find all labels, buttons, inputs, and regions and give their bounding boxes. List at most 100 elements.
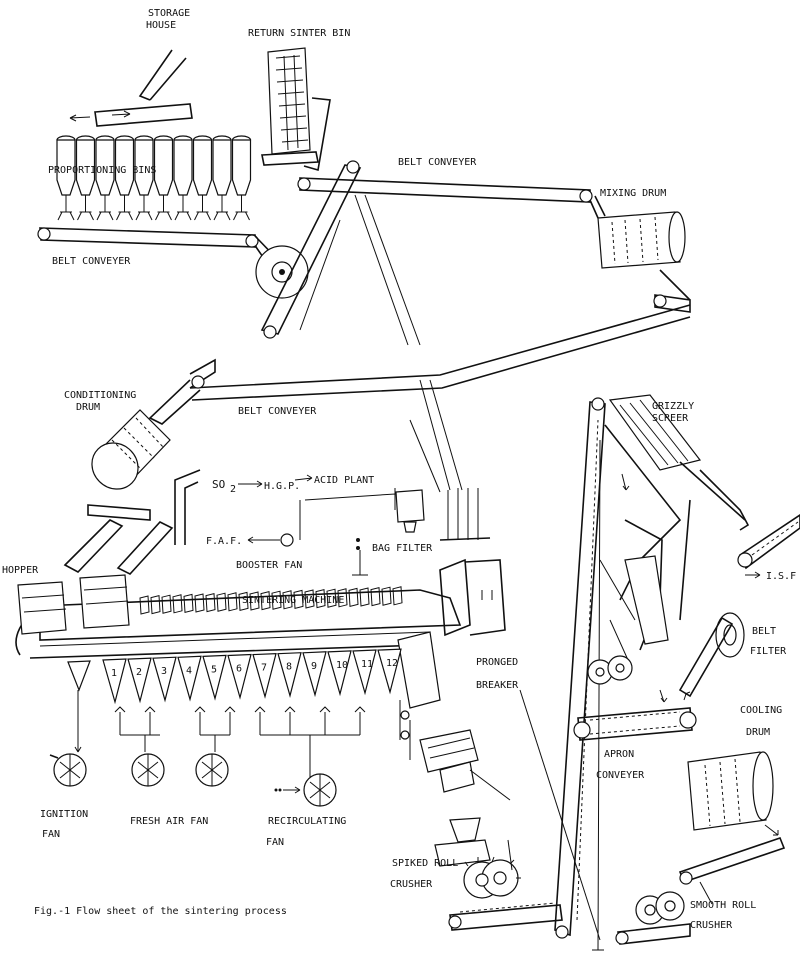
proportioning-bin bbox=[153, 135, 174, 221]
label-conditioning-2: DRUM bbox=[76, 402, 100, 413]
proportioning-bins bbox=[56, 135, 252, 221]
pallet-car bbox=[205, 592, 216, 613]
proportioning-bin bbox=[56, 135, 76, 221]
windbox-number: 9 bbox=[311, 661, 317, 672]
label-booster-fan: BOOSTER FAN bbox=[236, 560, 302, 571]
windbox-number: 7 bbox=[261, 663, 267, 674]
pallet-car bbox=[392, 586, 403, 606]
windbox bbox=[327, 650, 352, 697]
label-apron-1: APRON bbox=[604, 749, 634, 760]
label-ignition-2: FAN bbox=[42, 829, 60, 840]
proportioning-bin bbox=[114, 135, 135, 221]
feed-conveyers bbox=[63, 504, 174, 575]
vertical-conveyer bbox=[519, 397, 606, 951]
label-so2: SO bbox=[212, 478, 225, 491]
proportioning-bin bbox=[173, 135, 193, 221]
cooling-discharge-conveyer bbox=[678, 836, 786, 905]
pallet-car bbox=[216, 592, 227, 612]
pallet-car bbox=[161, 594, 172, 614]
proportioning-bin bbox=[212, 135, 232, 221]
windbox bbox=[227, 653, 252, 700]
windbox bbox=[377, 648, 402, 695]
label-smooth-roll-1: SMOOTH ROLL bbox=[690, 900, 756, 911]
pallet-car bbox=[282, 590, 293, 610]
label-belt-conveyer-mid: BELT CONVEYER bbox=[238, 406, 317, 417]
windbox-number: 8 bbox=[286, 662, 292, 673]
pallet-car bbox=[326, 588, 337, 608]
label-spiked-roll-2: CRUSHER bbox=[390, 879, 433, 890]
pronged-breaker bbox=[399, 700, 511, 801]
label-belt-filter-1: BELT bbox=[752, 626, 776, 637]
label-apron-2: CONVEYER bbox=[596, 770, 645, 781]
label-hopper: HOPPER bbox=[2, 565, 39, 576]
proportioning-bin bbox=[95, 135, 115, 221]
windbox-number: 2 bbox=[136, 667, 142, 678]
label-grizzly-1: GRIZZLY bbox=[652, 401, 694, 412]
label-sintering-machine: SINTERING MACHINE bbox=[242, 595, 344, 606]
spiked-roll-crusher bbox=[434, 817, 563, 931]
windbox-number: 10 bbox=[336, 660, 348, 671]
windbox bbox=[102, 658, 127, 705]
label-faf: F.A.F. bbox=[206, 536, 242, 547]
inclined-conveyer-1 bbox=[260, 160, 421, 346]
feed-rolls bbox=[587, 655, 668, 703]
top-belt-conveyer bbox=[297, 177, 593, 203]
label-recirculating-1: RECIRCULATING bbox=[268, 816, 346, 827]
pallet-car bbox=[227, 592, 238, 612]
apron-conveyer bbox=[573, 707, 697, 741]
windbox bbox=[152, 656, 177, 703]
pallet-car bbox=[150, 594, 161, 615]
fans bbox=[49, 753, 337, 807]
pallet-car bbox=[370, 586, 381, 607]
label-proportioning-bins: PROPORTIONING BINS bbox=[48, 165, 156, 176]
pallet-car bbox=[260, 590, 271, 611]
label-fresh-air-fan: FRESH AIR FAN bbox=[130, 816, 208, 827]
windbox bbox=[277, 652, 302, 698]
proportioning-bin bbox=[231, 135, 252, 221]
pallet-car bbox=[249, 591, 260, 611]
label-belt-conveyer-left: BELT CONVEYER bbox=[52, 256, 131, 267]
pallet-car bbox=[348, 587, 359, 608]
label-storage-house-1: STORAGE bbox=[148, 8, 190, 19]
long-belt-conveyer bbox=[189, 294, 691, 493]
label-spiked-roll-1: SPIKED ROLL bbox=[392, 858, 458, 869]
pallet-car bbox=[172, 594, 183, 614]
label-recirculating-2: FAN bbox=[266, 837, 284, 848]
storage-house bbox=[69, 49, 193, 127]
label-acid-plant: ACID PLANT bbox=[314, 475, 374, 486]
label-cooling-1: COOLING bbox=[740, 705, 782, 716]
label-return-sinter-bin: RETURN SINTER BIN bbox=[248, 28, 350, 39]
fan-ducts bbox=[74, 690, 366, 780]
label-belt-filter-2: FILTER bbox=[750, 646, 787, 657]
proportioning-bin bbox=[75, 135, 96, 221]
label-belt-conveyer-top: BELT CONVEYER bbox=[398, 157, 477, 168]
windbox-number: 3 bbox=[161, 666, 167, 677]
cooling-drum bbox=[687, 751, 779, 836]
isf-conveyer bbox=[737, 514, 800, 579]
belt-filter bbox=[678, 612, 745, 701]
pallet-car bbox=[304, 589, 315, 609]
pallet-car bbox=[359, 587, 370, 607]
pallet-car bbox=[315, 588, 326, 609]
labels: STORAGE HOUSE RETURN SINTER BIN PROPORTI… bbox=[2, 8, 796, 931]
label-so2-subscript: 2 bbox=[230, 484, 236, 495]
mixing-drum bbox=[589, 195, 691, 301]
label-smooth-roll-2: CRUSHER bbox=[690, 920, 733, 931]
windbox bbox=[252, 652, 277, 699]
fresh-air-fan-icon-1 bbox=[131, 753, 165, 787]
pallet-car bbox=[271, 590, 282, 610]
windbox bbox=[177, 655, 202, 702]
label-conditioning-1: CONDITIONING bbox=[64, 390, 136, 401]
label-isf: I.S.F bbox=[766, 571, 796, 582]
windbox-number: 5 bbox=[211, 664, 217, 675]
fresh-air-fan-icon-2 bbox=[195, 753, 229, 787]
recirculating-fan-icon bbox=[274, 773, 337, 807]
windbox bbox=[352, 649, 377, 696]
pallet-car bbox=[194, 593, 205, 613]
label-ignition-1: IGNITION bbox=[40, 809, 88, 820]
label-pronged-1: PRONGED bbox=[476, 657, 518, 668]
label-grizzly-2: SCREER bbox=[652, 413, 689, 424]
smooth-roll-crusher bbox=[615, 891, 691, 945]
figure-caption: Fig.-1 Flow sheet of the sintering proce… bbox=[34, 906, 287, 917]
label-mixing-drum: MIXING DRUM bbox=[600, 188, 666, 199]
